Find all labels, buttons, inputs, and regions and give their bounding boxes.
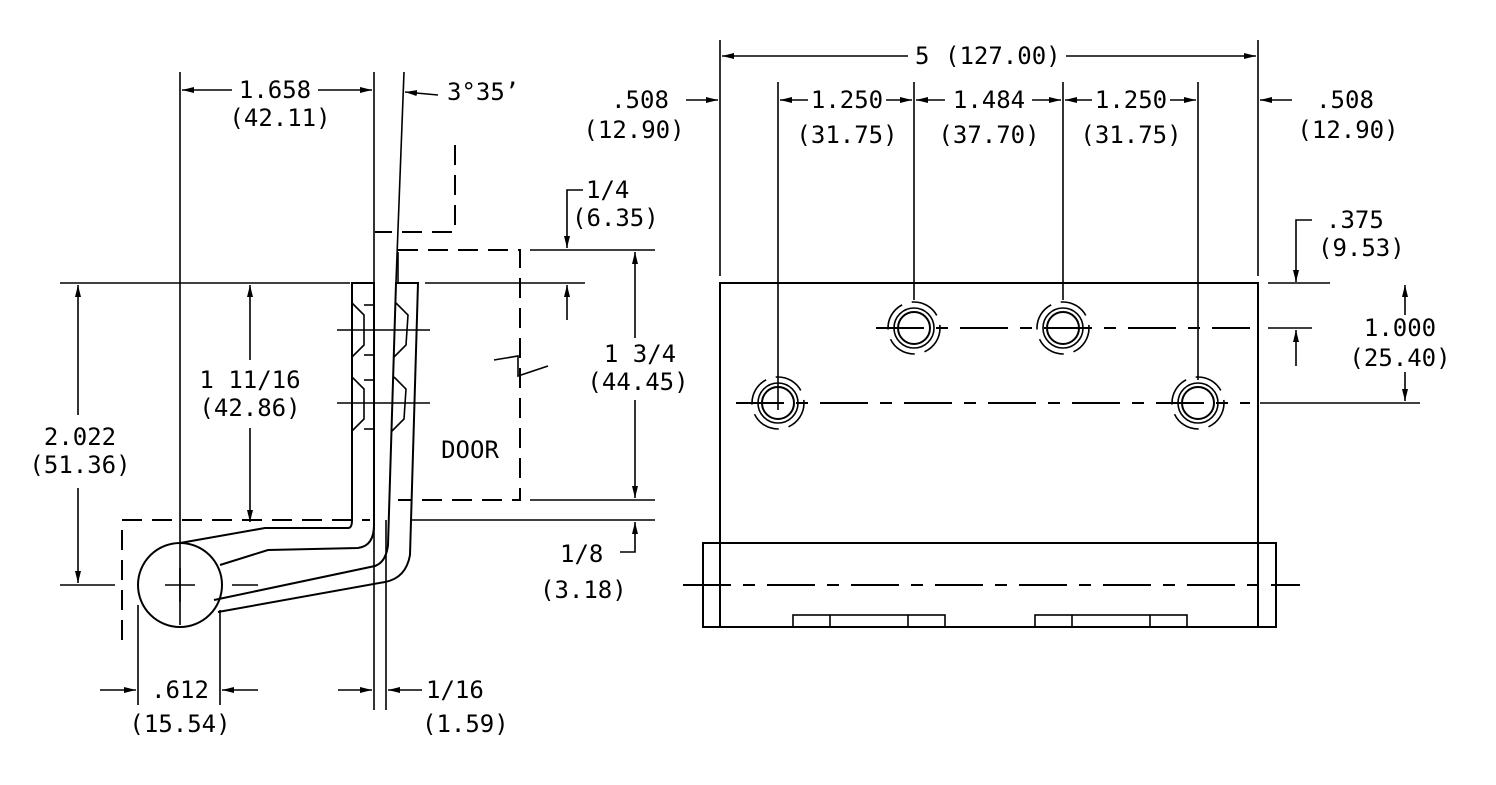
dim-leaf-height-mm: (42.86) — [199, 394, 300, 422]
dim-door-thickness-in: 1 3/4 — [604, 340, 676, 368]
dim-overall-height-in: 2.022 — [44, 423, 116, 451]
dim-top-offset-mm: (6.35) — [572, 204, 659, 232]
dim-leaf-thickness-in: 1/16 — [426, 676, 484, 704]
dim-left-edge-in: .508 — [611, 86, 669, 114]
hinge-leaf-front — [719, 282, 1259, 628]
dim-leaf-height-in: 1 11/16 — [199, 366, 300, 394]
dim-knuckle-mm: (15.54) — [129, 710, 230, 738]
dim-overall-height-mm: (51.36) — [29, 451, 130, 479]
break-mark — [493, 355, 549, 378]
frame-leaf — [179, 282, 375, 566]
knuckle-segment — [1034, 614, 1188, 628]
door-leaf — [213, 282, 420, 613]
dim-top-hole-mm: (9.53) — [1318, 234, 1405, 262]
dim-right-edge-mm: (12.90) — [1297, 116, 1398, 144]
dim-bottom-offset-in: 1/8 — [560, 540, 603, 568]
dim-knuckle-in: .612 — [151, 676, 209, 704]
door-label: DOOR — [441, 436, 499, 464]
dim-width-in: 1.658 — [239, 76, 311, 104]
dim-door-thickness-mm: (44.45) — [587, 368, 688, 396]
dim-leader — [620, 522, 638, 553]
screw-hole — [1171, 376, 1225, 430]
dim-width-mm: (42.11) — [229, 104, 330, 132]
dim-spacing-1-mm: (31.75) — [796, 121, 897, 149]
screw-hole — [1036, 301, 1090, 355]
dim-leader — [1293, 219, 1312, 282]
dim-spacing-3-mm: (31.75) — [1080, 121, 1181, 149]
dim-top-offset-in: 1/4 — [586, 176, 629, 204]
door-outline-dashed — [375, 145, 456, 233]
dim-overall-width-in: 5 — [915, 42, 929, 70]
dim-angle: 3°35’ — [447, 78, 519, 106]
countersink-marks — [337, 302, 430, 432]
dim-leader — [564, 189, 583, 248]
dim-spacing-2-mm: (37.70) — [938, 121, 1039, 149]
dim-right-edge-in: .508 — [1316, 86, 1374, 114]
dim-hole-row-in: 1.000 — [1364, 314, 1436, 342]
screw-hole — [887, 301, 941, 355]
extension-line — [395, 71, 405, 283]
knuckle-segment — [792, 614, 946, 628]
dim-left-edge-mm: (12.90) — [583, 116, 684, 144]
angle-leader — [404, 90, 439, 97]
dim-overall-width-mm: (127.00) — [945, 42, 1061, 70]
dim-bottom-offset-mm: (3.18) — [540, 576, 627, 604]
side-view: 1.658 (42.11) 3°35’ DOOR 1/4 (6.35) 1 3/… — [29, 71, 689, 738]
front-view: 5 (127.00) .508 (12.90) .508 (12.90) 1.2… — [583, 40, 1451, 628]
dim-spacing-3-in: 1.250 — [1095, 86, 1167, 114]
frame-outline-dashed — [121, 519, 370, 640]
dim-top-hole-in: .375 — [1326, 206, 1384, 234]
screw-hole — [751, 376, 805, 430]
dim-spacing-1-in: 1.250 — [811, 86, 883, 114]
dim-leaf-thickness-mm: (1.59) — [422, 710, 509, 738]
dim-hole-row-mm: (25.40) — [1349, 344, 1450, 372]
dim-spacing-2-in: 1.484 — [953, 86, 1025, 114]
